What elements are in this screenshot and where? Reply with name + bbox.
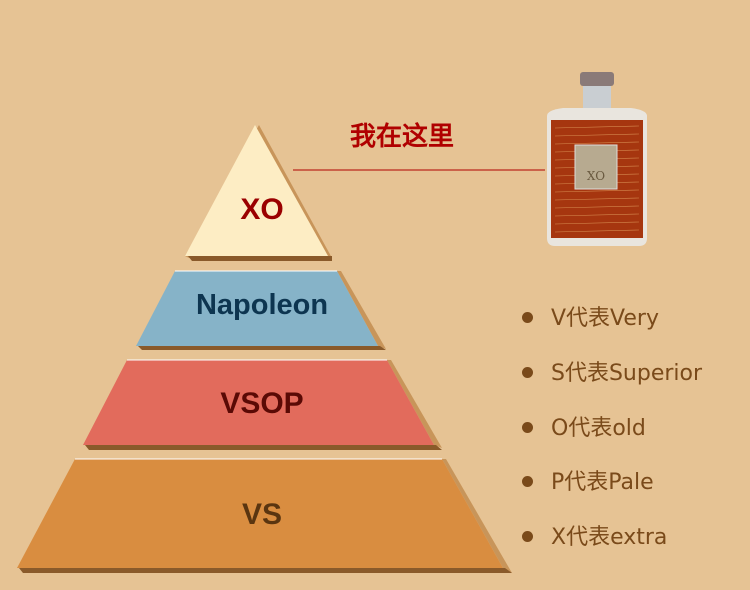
pyramid-tier-vs [17, 458, 512, 573]
legend-text: O代表old [551, 416, 646, 441]
bullet-icon [522, 530, 533, 542]
legend-text: X代表extra [551, 525, 668, 550]
legend-item: X代表extra [522, 519, 667, 551]
xo-bottle-image: XO [547, 72, 647, 246]
legend-item: V代表Very [522, 300, 659, 332]
tier-label-napoleon: Napoleon [195, 289, 329, 321]
legend-item: P代表Pale [522, 464, 654, 496]
callout-text: 我在这里 [350, 122, 455, 152]
tier-label-xo: XO [240, 193, 284, 226]
pyramid-tier-napoleon [136, 270, 386, 350]
bullet-icon [522, 475, 533, 487]
legend-text: P代表Pale [551, 470, 654, 495]
bullet-icon [522, 311, 533, 323]
bullet-icon [522, 421, 533, 433]
tier-label-vs: VS [241, 498, 283, 531]
legend-item: S代表Superior [522, 355, 702, 387]
pyramid-tier-vsop [83, 359, 442, 450]
legend-item: O代表old [522, 410, 646, 442]
legend-text: S代表Superior [551, 361, 703, 386]
pyramid-tier-xo [185, 125, 332, 261]
bullet-icon [522, 366, 533, 378]
tier-label-vsop: VSOP [220, 387, 304, 420]
legend-text: V代表Very [551, 306, 659, 331]
svg-text:XO: XO [587, 169, 605, 183]
